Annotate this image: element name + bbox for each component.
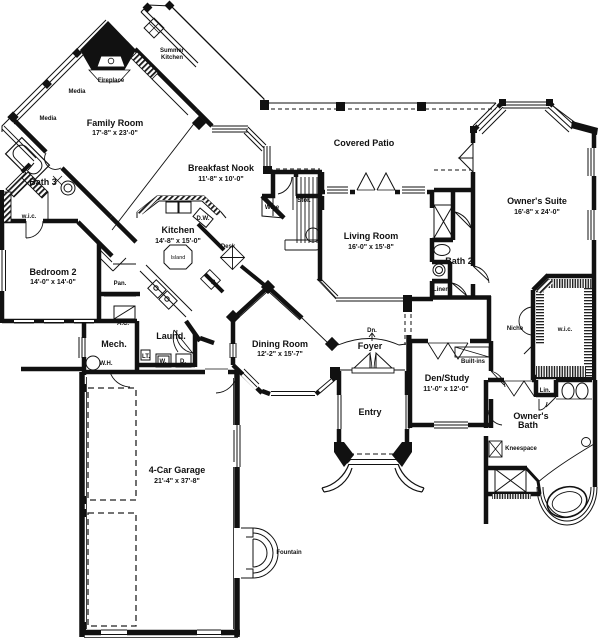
svg-text:14'-0" x 14'-0": 14'-0" x 14'-0" (30, 279, 76, 286)
svg-text:W.H.: W.H. (100, 361, 113, 367)
svg-text:Fountain: Fountain (276, 550, 302, 556)
svg-text:Bedroom 2: Bedroom 2 (29, 267, 76, 277)
svg-text:Mech.: Mech. (101, 339, 127, 349)
svg-text:Kitchen: Kitchen (161, 55, 183, 61)
svg-text:Living Room: Living Room (344, 231, 399, 241)
svg-text:Entry: Entry (358, 407, 381, 417)
svg-text:Den/Study: Den/Study (425, 373, 470, 383)
svg-text:Island: Island (171, 255, 186, 261)
svg-text:Linen: Linen (433, 287, 449, 293)
svg-text:14'-8" x 15'-0": 14'-8" x 15'-0" (155, 238, 201, 245)
svg-text:11'-0" x 12'-0": 11'-0" x 12'-0" (423, 386, 468, 393)
svg-text:4-Car Garage: 4-Car Garage (149, 465, 206, 475)
svg-text:21'-4" x 37'-8": 21'-4" x 37'-8" (154, 478, 200, 485)
svg-text:w.i.c.: w.i.c. (557, 327, 573, 333)
svg-text:Foyer: Foyer (358, 341, 383, 351)
svg-text:Owner's: Owner's (513, 411, 548, 421)
svg-text:Kneespace: Kneespace (505, 446, 537, 452)
svg-text:Breakfast Nook: Breakfast Nook (188, 163, 255, 173)
svg-text:Desk: Desk (221, 244, 236, 250)
svg-text:Niche: Niche (507, 326, 524, 332)
svg-text:Media: Media (39, 116, 57, 122)
svg-text:w.i.c.: w.i.c. (21, 214, 37, 220)
svg-text:Built-ins: Built-ins (461, 359, 486, 365)
svg-text:Media: Media (68, 89, 86, 95)
svg-text:Family Room: Family Room (87, 118, 144, 128)
svg-text:16'-8" x 24'-0": 16'-8" x 24'-0" (514, 209, 560, 216)
svg-text:A.C.: A.C. (117, 321, 129, 327)
svg-text:Lin.: Lin. (540, 388, 551, 394)
svg-text:11'-8" x 10'-0": 11'-8" x 10'-0" (198, 176, 243, 183)
svg-text:Laund.: Laund. (156, 331, 186, 341)
svg-text:Kitchen: Kitchen (161, 225, 194, 235)
svg-text:D.W.: D.W. (197, 216, 210, 222)
svg-text:12'-2" x 15'-7": 12'-2" x 15'-7" (257, 351, 303, 358)
svg-text:Covered Patio: Covered Patio (334, 138, 395, 148)
svg-text:Dn.: Dn. (367, 328, 377, 334)
svg-text:Bath 2: Bath 2 (445, 256, 473, 266)
svg-text:Fireplace: Fireplace (98, 78, 125, 84)
svg-text:R.: R. (211, 280, 217, 286)
svg-text:Owner's Suite: Owner's Suite (507, 196, 567, 206)
svg-text:17'-8" x 23'-0": 17'-8" x 23'-0" (92, 130, 138, 137)
svg-text:Pan.: Pan. (114, 281, 127, 287)
svg-text:Wine: Wine (265, 205, 280, 211)
svg-text:Bath: Bath (518, 420, 538, 430)
svg-text:Stor.: Stor. (297, 198, 311, 204)
svg-text:D.: D. (180, 359, 186, 365)
svg-text:W.: W. (160, 359, 167, 365)
svg-text:LT.: LT. (142, 354, 150, 360)
svg-text:Bath 3: Bath 3 (29, 177, 57, 187)
svg-text:Summer: Summer (160, 48, 185, 54)
svg-text:16'-0" x 15'-8": 16'-0" x 15'-8" (348, 244, 394, 251)
svg-text:Dining Room: Dining Room (252, 339, 308, 349)
